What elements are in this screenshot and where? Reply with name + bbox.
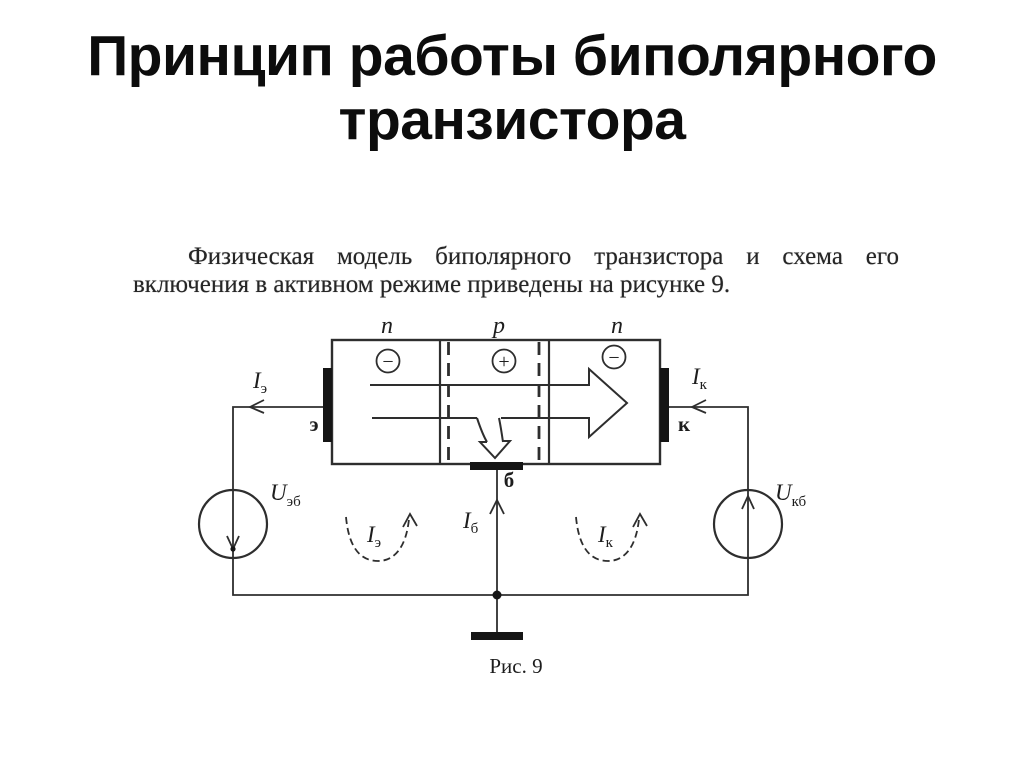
voltage-subscript-collector-base: кб: [792, 494, 807, 510]
collector-loop-arrowhead: [632, 512, 648, 528]
voltage-source-emitter-base: [197, 488, 269, 560]
source-emitter-arrow-dot: [230, 546, 236, 552]
terminal-label-base: б: [504, 468, 515, 492]
loop-symbol-collector: I: [597, 522, 607, 547]
voltage-label-emitter-base: Uэб: [270, 480, 301, 510]
collector-current-arrow: [689, 399, 707, 414]
terminal-label-collector: к: [678, 412, 691, 436]
current-symbol-base: I: [462, 508, 472, 533]
emitter-contact-bar: [323, 368, 332, 442]
collector-loop-arc: [575, 516, 640, 562]
figure-caption: Рис. 9: [489, 654, 542, 678]
current-label-base: Iб: [462, 508, 479, 537]
base-contact-bar: [470, 462, 523, 470]
voltage-subscript-emitter-base: эб: [287, 494, 301, 510]
current-subscript-emitter: э: [261, 381, 267, 397]
source-collector-arrow-up: [741, 493, 755, 510]
base-branch-arrow-band: [476, 417, 504, 443]
charge-sign-base: +: [498, 351, 509, 373]
electron-flow-arrow: [370, 366, 629, 440]
loop-subscript-collector: к: [606, 535, 614, 551]
current-symbol-collector: I: [691, 364, 701, 389]
wire-junction-dot: [492, 590, 502, 600]
region-label-n-right: n: [611, 313, 623, 339]
loop-label-emitter: Iэ: [366, 522, 381, 551]
terminal-label-emitter: э: [309, 412, 318, 436]
region-label-n-left: n: [381, 313, 393, 339]
charge-sign-collector: −: [608, 347, 619, 369]
charge-sign-emitter: −: [382, 351, 393, 373]
emitter-current-arrow: [247, 399, 265, 414]
current-label-collector: Iк: [691, 364, 708, 393]
figure-intro-paragraph: Физическая модель биполярного транзистор…: [133, 243, 899, 298]
common-terminal-bar: [471, 632, 523, 640]
voltage-label-collector-base: Uкб: [775, 480, 807, 510]
voltage-symbol-collector-base: U: [775, 480, 793, 505]
charge-circle-base: [491, 348, 517, 374]
loop-symbol-emitter: I: [366, 522, 376, 547]
current-subscript-collector: к: [700, 377, 708, 393]
base-current-arrow: [489, 497, 505, 515]
emitter-loop-arrowhead: [402, 512, 418, 528]
current-subscript-base: б: [471, 521, 479, 537]
collector-contact-bar: [660, 368, 669, 442]
charge-circle-collector: [601, 344, 627, 370]
emitter-loop-arc: [345, 516, 410, 562]
current-label-emitter: Iэ: [252, 368, 267, 397]
voltage-source-collector-base: [712, 488, 784, 560]
base-branch-arrowhead: [477, 440, 513, 460]
region-label-p: p: [491, 313, 505, 339]
voltage-symbol-emitter-base: U: [270, 480, 288, 505]
current-symbol-emitter: I: [252, 368, 262, 393]
loop-label-collector: Iк: [597, 522, 614, 551]
slide-title: Принцип работы биполярного транзистора: [87, 24, 937, 152]
loop-subscript-emitter: э: [375, 535, 381, 551]
charge-circle-emitter: [375, 348, 401, 374]
